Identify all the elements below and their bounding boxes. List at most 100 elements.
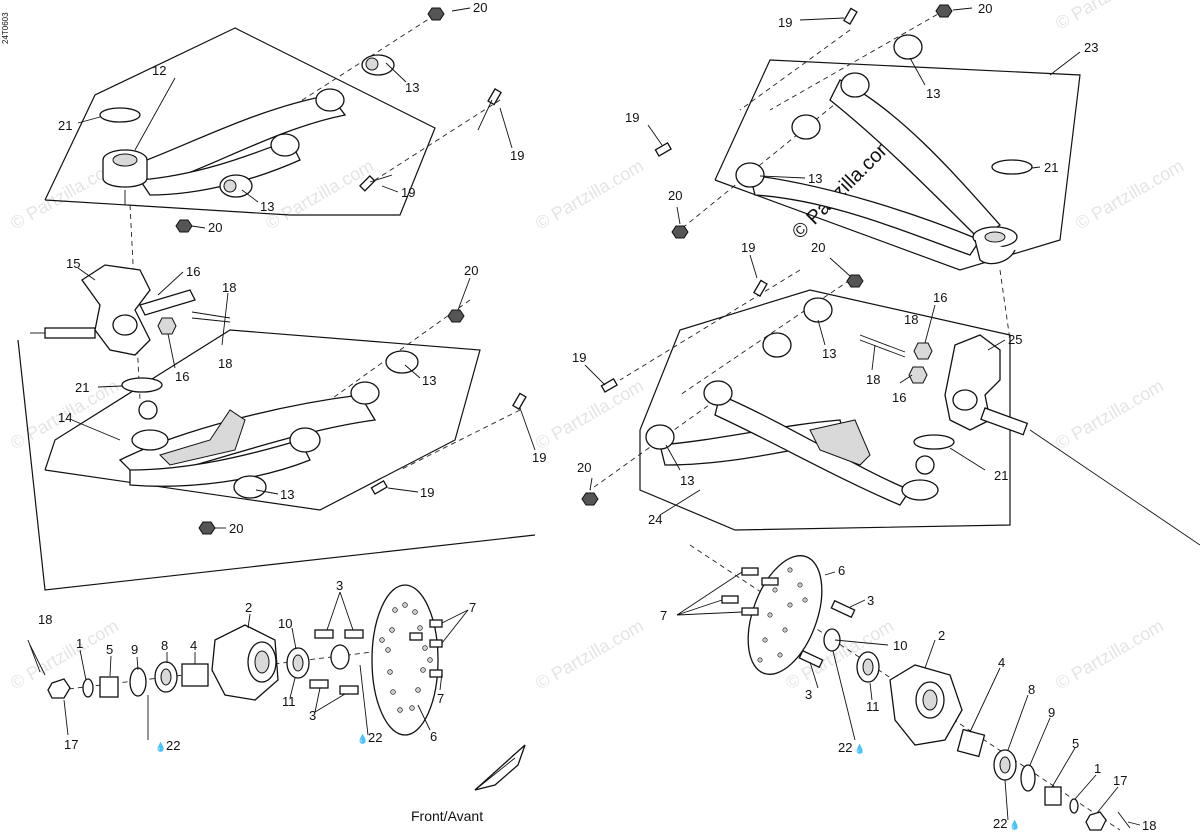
callout-16: 16 [933,290,947,305]
lube-symbol: 💧 [1009,819,1020,830]
callout-4: 4 [998,655,1005,670]
callout-19: 19 [401,185,415,200]
callout-22: 22 [993,816,1007,831]
callout-10: 10 [278,616,292,631]
callout-20: 20 [577,460,591,475]
callout-23: 23 [1084,40,1098,55]
left-hub-assembly [27,584,443,736]
watermark: © Partzilla.com [532,155,647,233]
callout-20: 20 [473,0,487,15]
lube-symbol: 💧 [854,743,865,754]
left-knuckle-group [30,204,231,401]
callout-21: 21 [75,380,89,395]
callout-7: 7 [437,691,444,706]
callout-2: 2 [938,628,945,643]
callout-20: 20 [978,1,992,16]
callout-22: 22 [166,738,180,753]
callout-1: 1 [1094,761,1101,776]
callout-16: 16 [186,264,200,279]
callout-13: 13 [822,346,836,361]
callout-20: 20 [229,521,243,536]
callout-11: 11 [866,699,880,714]
callout-21: 21 [994,468,1008,483]
callout-21: 21 [1044,160,1058,175]
callout-20: 20 [811,240,825,255]
callout-19: 19 [625,110,639,125]
callout-15: 15 [66,256,80,271]
callout-19: 19 [778,15,792,30]
callout-21: 21 [58,118,72,133]
right-upper-a-arm-group [654,4,1081,271]
callout-5: 5 [1072,736,1079,751]
watermark: © Partzilla.com [532,615,647,693]
callout-19: 19 [420,485,434,500]
leader-lines [63,7,1141,826]
right-lower-a-arm-group [581,269,1011,531]
callout-10: 10 [893,638,907,653]
callout-16: 16 [175,369,189,384]
callout-13: 13 [260,199,274,214]
callout-8: 8 [1028,682,1035,697]
callout-2: 2 [245,600,252,615]
left-lower-a-arm-group [17,299,536,591]
callout-16: 16 [892,390,906,405]
watermark: © Partzilla.com [532,375,647,453]
callout-11: 11 [282,694,296,709]
callout-13: 13 [680,473,694,488]
callout-6: 6 [430,729,437,744]
right-hub-assembly [689,544,1131,831]
callout-24: 24 [648,512,662,527]
callout-1: 1 [76,636,83,651]
callout-13: 13 [926,86,940,101]
callout-20: 20 [464,263,478,278]
callout-14: 14 [58,410,72,425]
callout-9: 9 [1048,705,1055,720]
lube-symbol: 💧 [155,741,166,752]
callout-25: 25 [1008,332,1022,347]
callout-13: 13 [422,373,436,388]
callout-19: 19 [532,450,546,465]
front-direction-arrow: Front/Avant [411,744,526,824]
callout-19: 19 [510,148,524,163]
callout-17: 17 [64,737,78,752]
callout-3: 3 [867,593,874,608]
callout-4: 4 [190,638,197,653]
watermark: © Partzilla.com [1052,375,1167,453]
callout-22: 22 [838,740,852,755]
callout-19: 19 [572,350,586,365]
callout-18: 18 [866,372,880,387]
callout-13: 13 [280,487,294,502]
callout-7: 7 [469,600,476,615]
callout-22: 22 [368,730,382,745]
callout-9: 9 [131,642,138,657]
callout-18: 18 [1142,818,1156,832]
watermark: © Partzilla.com [1052,0,1167,33]
callout-17: 17 [1113,773,1127,788]
watermark: © Partzilla.com [1072,155,1187,233]
callout-7: 7 [660,608,667,623]
callout-20: 20 [208,220,222,235]
callout-18: 18 [38,612,52,627]
drawing-code: 24T0603 [1,12,10,44]
callout-18: 18 [218,356,232,371]
lube-symbol: 💧 [357,733,368,744]
right-knuckle-group [859,269,1200,546]
front-label: Front/Avant [411,808,483,824]
callout-6: 6 [838,563,845,578]
callout-3: 3 [805,687,812,702]
callout-13: 13 [405,80,419,95]
callout-12: 12 [152,63,166,78]
callout-8: 8 [161,638,168,653]
watermark: © Partzilla.com [1052,615,1167,693]
callout-18: 18 [904,312,918,327]
callout-20: 20 [668,188,682,203]
callout-18: 18 [222,280,236,295]
callout-13: 13 [808,171,822,186]
callout-3: 3 [336,578,343,593]
callout-5: 5 [106,642,113,657]
callout-3: 3 [309,708,316,723]
left-upper-a-arm-group [44,7,502,233]
callout-19: 19 [741,240,755,255]
callout-labels: 20 13 12 21 19 19 13 20 15 16 18 18 16 2… [38,0,1156,832]
